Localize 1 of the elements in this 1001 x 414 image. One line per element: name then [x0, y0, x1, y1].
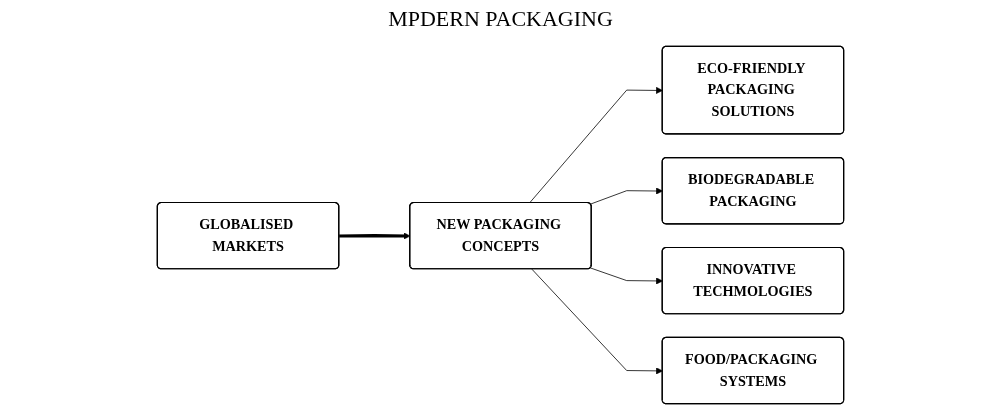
diagram-title: MPDERN PACKAGING	[388, 6, 613, 32]
